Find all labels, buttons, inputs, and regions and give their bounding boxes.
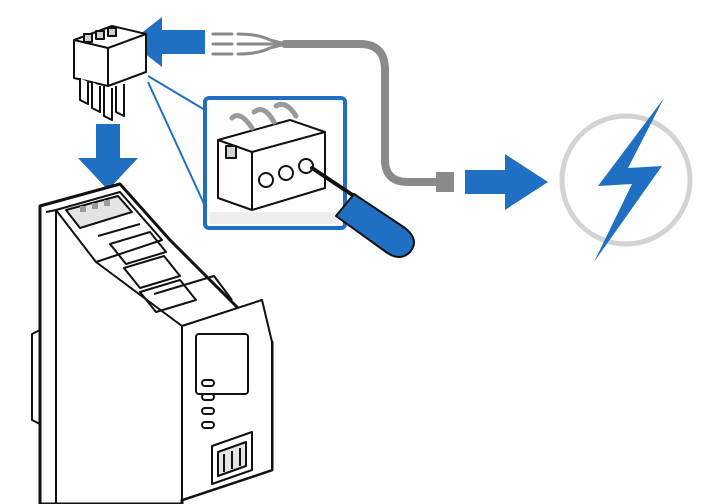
connect-power-arrow-icon: [465, 154, 548, 210]
terminal-block-connector-icon: [73, 25, 147, 121]
power-lightning-icon: [559, 98, 693, 262]
zoom-callout-lines: [147, 75, 206, 207]
insert-connector-arrow-icon: [78, 124, 138, 190]
screwdriver-icon: [310, 166, 415, 258]
power-wire-bundle-icon: [211, 32, 287, 56]
cable-plug: [436, 172, 454, 192]
insert-wires-arrow-icon: [130, 17, 205, 67]
din-rail-gateway-device-icon: [31, 182, 274, 504]
power-cable: [281, 40, 444, 186]
zoom-inset: [203, 96, 347, 230]
